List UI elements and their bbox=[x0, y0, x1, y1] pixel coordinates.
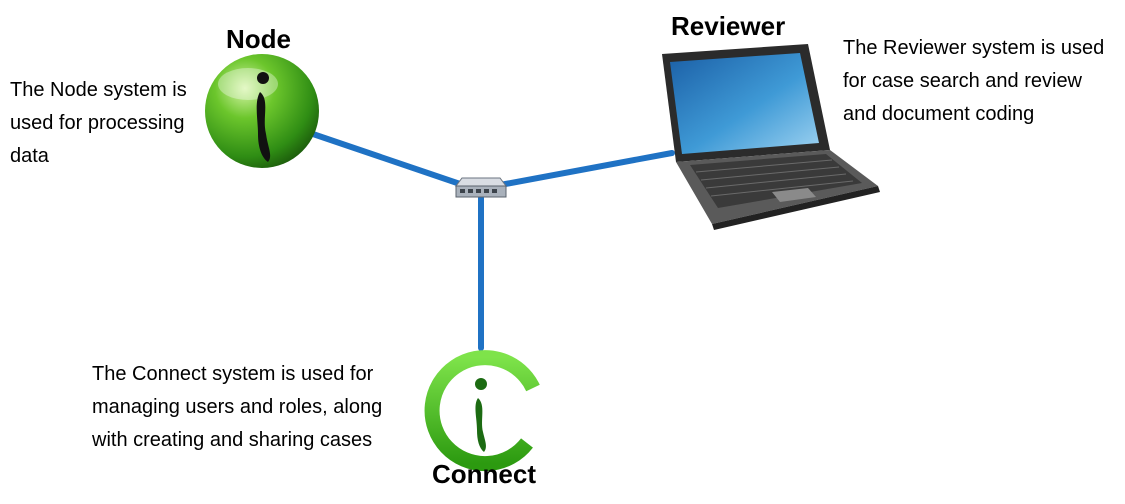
link-hub-reviewer bbox=[497, 150, 675, 188]
reviewer-description: The Reviewer system is used for case sea… bbox=[843, 32, 1104, 131]
connect-description: The Connect system is used for managing … bbox=[92, 358, 382, 457]
green-i-ring-icon bbox=[424, 350, 540, 472]
reviewer-title: Reviewer bbox=[671, 11, 786, 41]
connect-description-line: The Connect system is used for bbox=[92, 363, 374, 385]
connection-lines bbox=[307, 130, 675, 351]
green-i-sphere-icon bbox=[205, 54, 319, 168]
node-description-line: used for processing bbox=[10, 112, 185, 134]
laptop-icon bbox=[662, 44, 880, 230]
node-title: Node bbox=[226, 24, 291, 54]
reviewer-description-line: for case search and review bbox=[843, 70, 1083, 92]
connect-description-line: with creating and sharing cases bbox=[92, 429, 373, 451]
connect-description-line: managing users and roles, along bbox=[92, 396, 383, 418]
network-switch-icon bbox=[455, 177, 507, 198]
reviewer-description-line: The Reviewer system is used bbox=[843, 37, 1105, 59]
node-description: The Node system is used for processing d… bbox=[10, 74, 187, 173]
reviewer-description-line: and document coding bbox=[843, 103, 1035, 125]
node-description-line: The Node system is bbox=[10, 79, 187, 101]
connect-title: Connect bbox=[432, 459, 536, 489]
link-node-hub bbox=[307, 130, 469, 189]
node-description-line: data bbox=[10, 145, 49, 167]
